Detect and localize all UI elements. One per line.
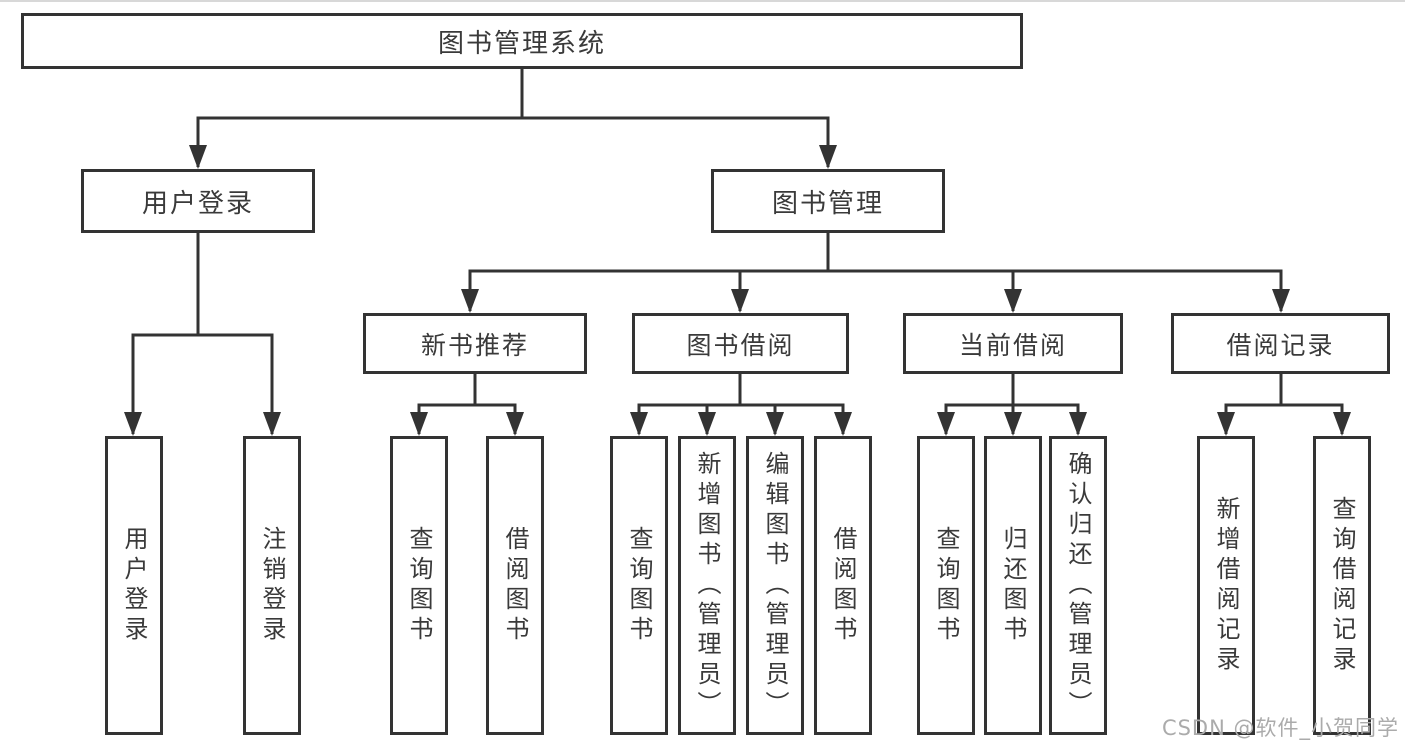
leaf-query-books-2: 查询图书	[610, 436, 668, 735]
leaf-confirm-return-admin: 确认归还（管理员）	[1049, 436, 1107, 735]
leaf-add-book-admin: 新增图书（管理员）	[678, 436, 736, 735]
page-top-border	[0, 0, 1405, 2]
node-current-borrowing: 当前借阅	[903, 313, 1123, 374]
leaf-return-books: 归还图书	[984, 436, 1042, 735]
node-borrowing-records: 借阅记录	[1171, 313, 1390, 374]
leaf-query-books-1: 查询图书	[390, 436, 448, 735]
leaf-logout: 注销登录	[243, 436, 301, 735]
watermark: CSDN @软件_小贺同学	[1161, 716, 1399, 740]
node-new-book-recommend: 新书推荐	[363, 313, 587, 374]
node-library-system: 图书管理系统	[21, 13, 1023, 69]
leaf-user-login: 用户登录	[105, 436, 163, 735]
node-user-login: 用户登录	[81, 169, 315, 233]
leaf-edit-book-admin: 编辑图书（管理员）	[746, 436, 804, 735]
node-book-borrowing: 图书借阅	[632, 313, 849, 374]
leaf-borrow-books-1: 借阅图书	[486, 436, 544, 735]
leaf-query-borrow-record: 查询借阅记录	[1313, 436, 1371, 735]
leaf-query-books-3: 查询图书	[917, 436, 975, 735]
node-book-management: 图书管理	[711, 169, 945, 233]
leaf-borrow-books-2: 借阅图书	[814, 436, 872, 735]
leaf-add-borrow-record: 新增借阅记录	[1197, 436, 1255, 735]
